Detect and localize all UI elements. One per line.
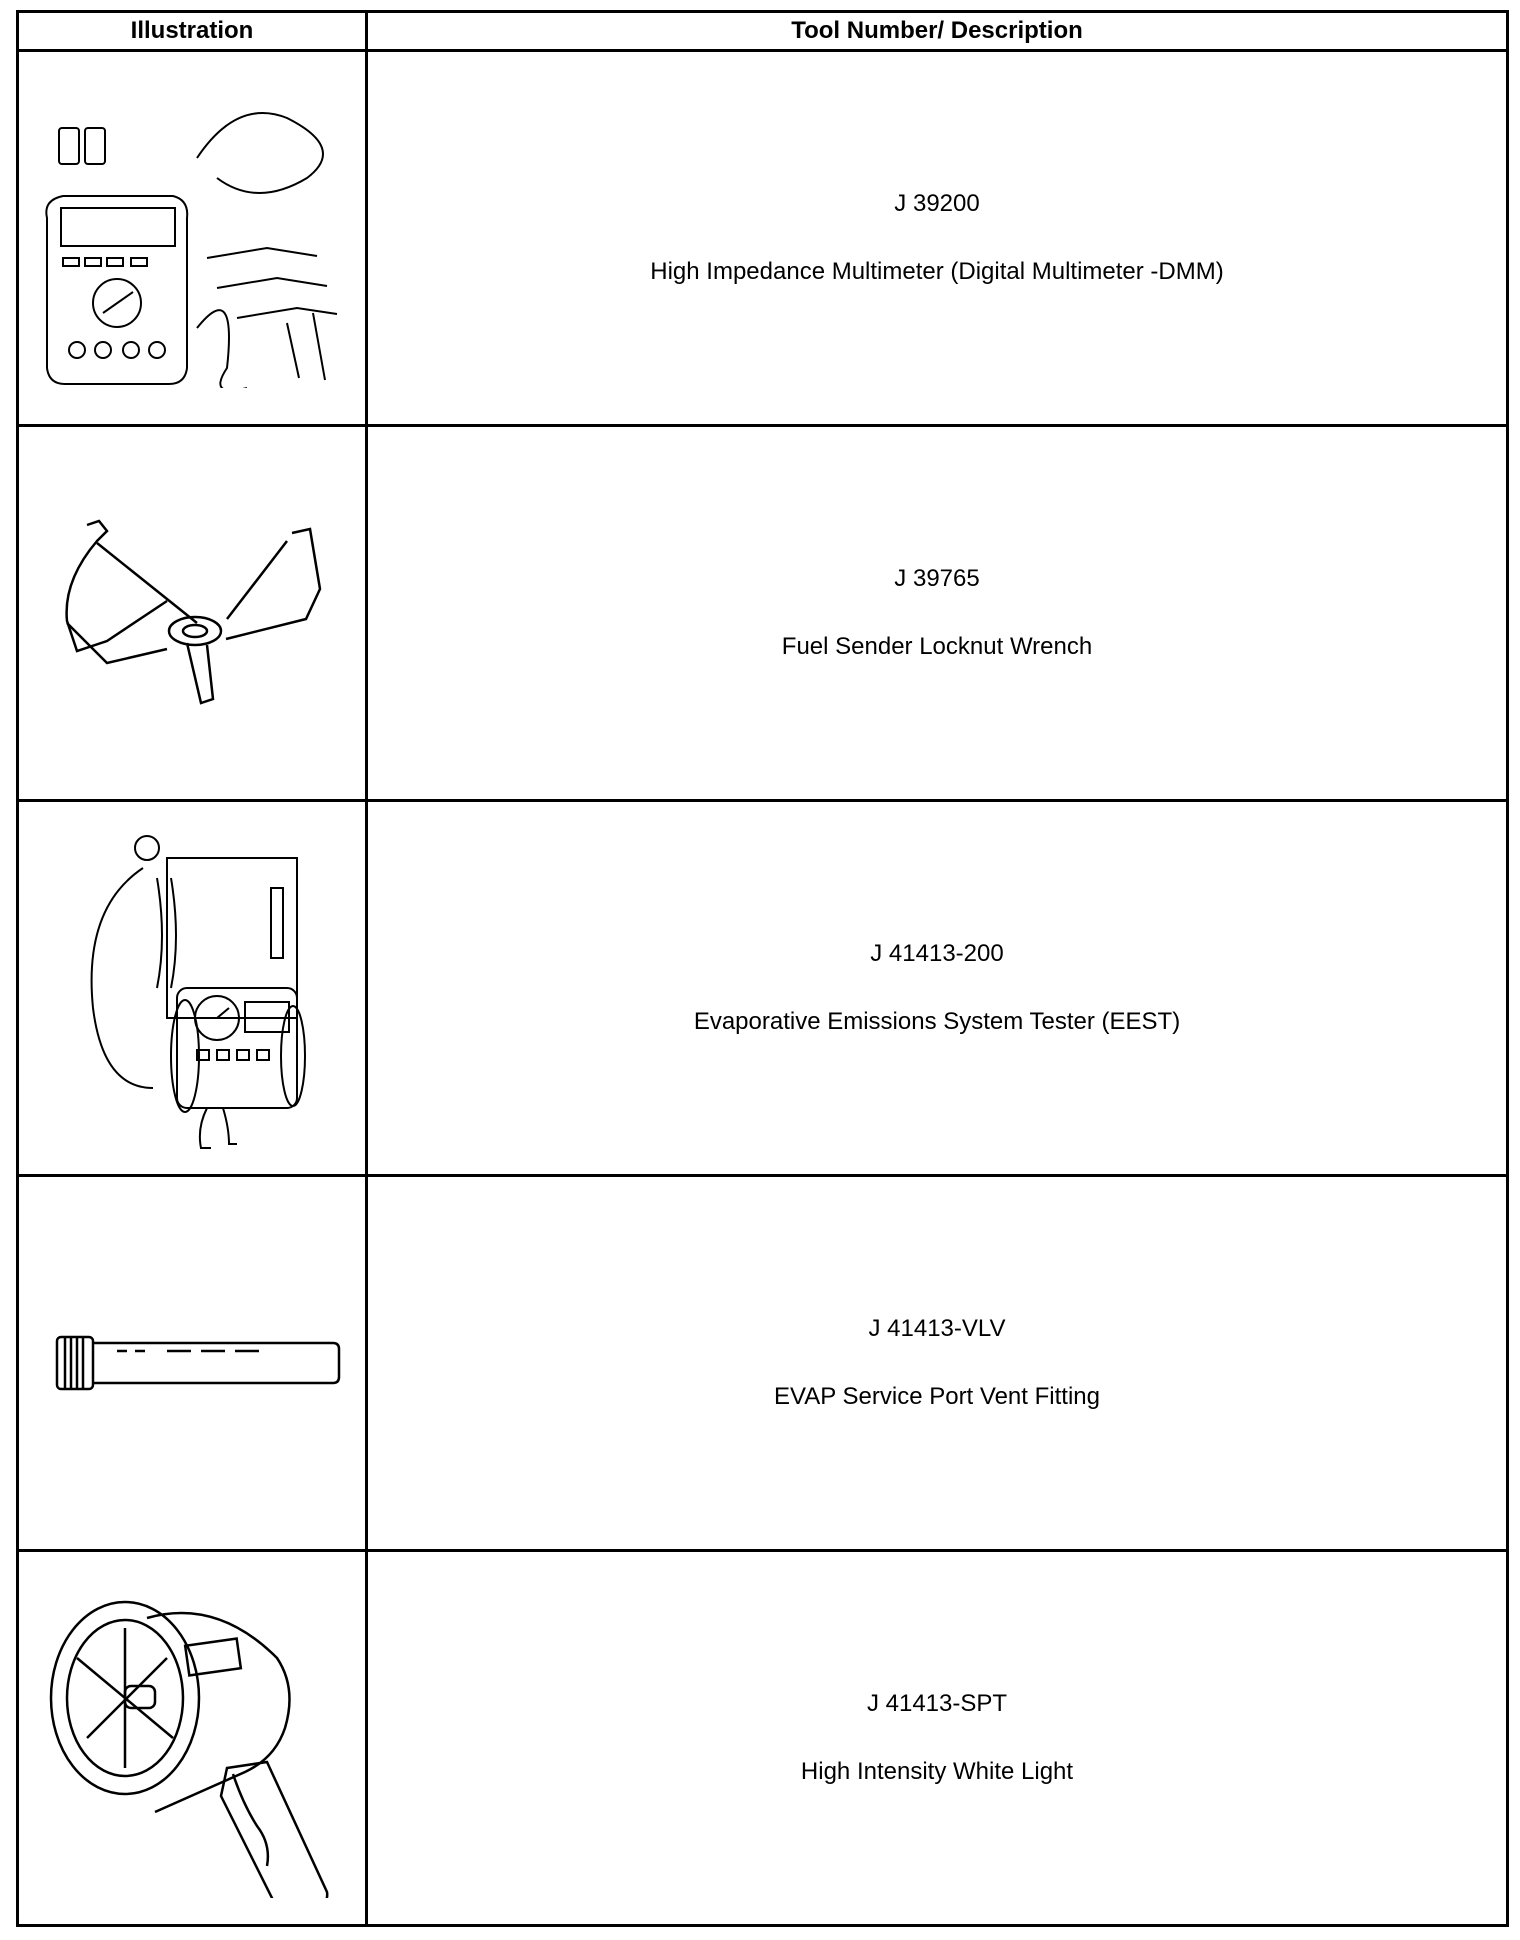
illustration-cell xyxy=(16,1174,368,1552)
tool-number: J 39200 xyxy=(894,190,980,217)
tool-description: Evaporative Emissions System Tester (EES… xyxy=(693,1008,1181,1035)
special-tools-table: Illustration Tool Number/ Description xyxy=(16,10,1509,1927)
description-cell: J 41413-200 Evaporative Emissions System… xyxy=(365,799,1509,1177)
tool-number: J 41413-VLV xyxy=(868,1315,1006,1342)
header-illustration: Illustration xyxy=(16,10,368,52)
tool-description: High Impedance Multimeter (Digital Multi… xyxy=(650,258,1224,285)
locknut-wrench-icon xyxy=(65,519,322,705)
header-row: Illustration Tool Number/ Description xyxy=(16,10,1509,52)
description-cell: J 39765 Fuel Sender Locknut Wrench xyxy=(365,424,1509,802)
illustration-cell xyxy=(16,1549,368,1927)
white-light-icon xyxy=(49,1600,329,1898)
illustration-cell xyxy=(16,424,368,802)
tool-description: Fuel Sender Locknut Wrench xyxy=(781,633,1093,660)
tool-number: J 41413-SPT xyxy=(866,1690,1008,1717)
vent-fitting-icon xyxy=(55,1335,341,1391)
tool-number: J 41413-200 xyxy=(870,940,1004,967)
table-row: J 41413-SPT High Intensity White Light xyxy=(16,1549,1509,1927)
description-cell: J 41413-VLV EVAP Service Port Vent Fitti… xyxy=(365,1174,1509,1552)
table-row: J 41413-200 Evaporative Emissions System… xyxy=(16,799,1509,1177)
tool-number: J 39765 xyxy=(894,565,980,592)
emissions-tester-icon xyxy=(90,835,306,1149)
multimeter-icon xyxy=(45,112,338,388)
illustration-cell xyxy=(16,799,368,1177)
header-tool-description: Tool Number/ Description xyxy=(365,10,1509,52)
table-row: J 39765 Fuel Sender Locknut Wrench xyxy=(16,424,1509,802)
tool-description: EVAP Service Port Vent Fitting xyxy=(774,1383,1100,1410)
tool-description: High Intensity White Light xyxy=(800,1758,1074,1785)
table-row: J 41413-VLV EVAP Service Port Vent Fitti… xyxy=(16,1174,1509,1552)
description-cell: J 39200 High Impedance Multimeter (Digit… xyxy=(365,49,1509,427)
description-cell: J 41413-SPT High Intensity White Light xyxy=(365,1549,1509,1927)
table-row: J 39200 High Impedance Multimeter (Digit… xyxy=(16,49,1509,427)
illustration-cell xyxy=(16,49,368,427)
